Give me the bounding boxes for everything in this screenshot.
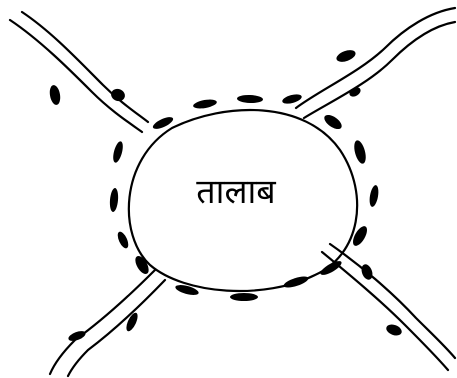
stream-top-right	[296, 8, 455, 118]
pond-label: तालाब	[166, 172, 306, 212]
stream-top-left	[10, 12, 148, 132]
stream-bottom-left	[50, 270, 165, 376]
stream-bottom-right	[322, 244, 455, 370]
